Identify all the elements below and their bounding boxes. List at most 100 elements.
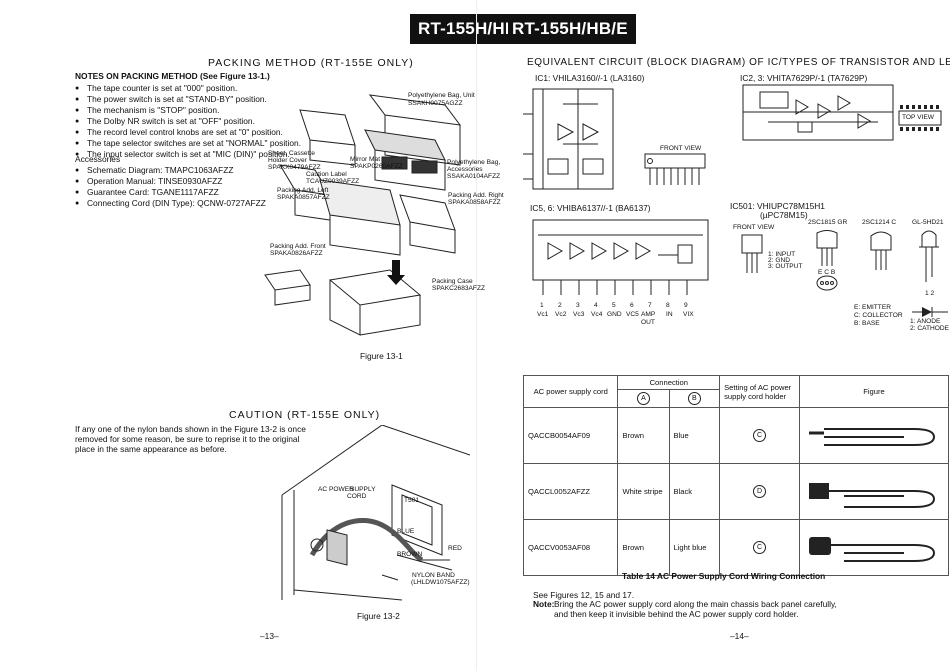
accessory-item: Connecting Cord (DIN Type): QCNW-0727AFZ… xyxy=(75,198,266,209)
label-pack-case-code: SPAKC2683AFZZ xyxy=(432,285,486,292)
note-item: The Dolby NR switch is set at "OFF" posi… xyxy=(75,116,301,127)
caution-title: CAUTION (RT-155E ONLY) xyxy=(229,409,381,421)
cord-figure-2 xyxy=(809,482,936,508)
label-nylon-band: NYLON BAND xyxy=(412,572,455,579)
led-label: GL-5HD21 xyxy=(912,219,944,226)
ic1-label: IC1: VHILA3160//-1 (LA3160) xyxy=(535,73,645,83)
ic56-pin-name: VIX xyxy=(683,311,694,318)
ic56-pin-name: Vc3 xyxy=(573,311,585,318)
caution-line-3: place in the same appearance as before. xyxy=(75,444,227,454)
led-symbol xyxy=(912,307,948,317)
th-b: B xyxy=(668,389,721,408)
label-pack-right: Packing Add. Right xyxy=(448,192,504,199)
figure1-caption: Figure 13-1 xyxy=(360,351,403,361)
table-row: QACCB0054AF09 Brown Blue C xyxy=(522,407,949,464)
ic501-front-view: FRONT VIEW xyxy=(733,224,775,231)
label-ac-power: AC POWER xyxy=(318,486,354,493)
label-mirror-mat: Mirror Mat xyxy=(350,156,381,163)
setting-circle: C xyxy=(753,429,767,442)
transistor-1-ecb: E C B xyxy=(818,269,836,276)
see-figures: See Figures 12, 15 and 17. xyxy=(533,590,635,600)
ic56-pin-name: Vc2 xyxy=(555,311,567,318)
label-red: RED xyxy=(448,545,462,552)
top-view-label: TOP VIEW xyxy=(902,114,934,121)
note-item: The record level control knobs are set a… xyxy=(75,127,301,138)
label-sheet-cassette-code: SPAKX0479AFZZ xyxy=(268,164,321,171)
packing-title: PACKING METHOD (RT-155E ONLY) xyxy=(208,57,414,69)
ic501-pin3: 3: OUTPUT xyxy=(768,263,803,270)
ic501-label2: (µPC78M15) xyxy=(760,210,808,220)
accessories-heading: Accessories xyxy=(75,154,121,164)
cell-figure xyxy=(799,407,949,464)
cell-setting: D xyxy=(719,463,800,520)
label-sheet-cassette: Sheet, Cassette xyxy=(268,150,315,157)
page-number-left: –13– xyxy=(260,631,279,641)
ic56-pin-num: 1 xyxy=(540,302,544,309)
cell-b: Blue xyxy=(668,407,721,464)
label-poly-bag-acc2: Accessories xyxy=(447,166,483,173)
cell-a: White stripe xyxy=(617,463,670,520)
note-item: The mechanism is "STOP" position. xyxy=(75,105,301,116)
ic56-pin-num: 7 xyxy=(648,302,652,309)
label-poly-bag-acc-code: SSAKA0104AFZZ xyxy=(447,173,501,180)
th-figure: Figure xyxy=(799,375,949,408)
ic56-pin-name: GND xyxy=(607,311,622,318)
accessory-item: Schematic Diagram: TMAPC1063AFZZ xyxy=(75,165,266,176)
note-text-2: and then keep it invisible behind the AC… xyxy=(554,609,799,619)
cell-a: Brown xyxy=(617,519,670,576)
ic23-block-diagram xyxy=(742,84,894,141)
ic56-block-diagram xyxy=(532,219,709,295)
page-divider xyxy=(476,0,477,671)
cord-figure-1 xyxy=(809,427,936,446)
table-caption: Table 14 AC Power Supply Cord Wiring Con… xyxy=(622,571,826,581)
cell-setting: C xyxy=(719,519,800,576)
ic23-top-view-drawing xyxy=(898,105,942,131)
transistor-2-label: 2SC1214 C xyxy=(862,219,897,226)
header-title-right: RT-155H/HB/E xyxy=(508,14,636,44)
label-blue: BLUE xyxy=(397,528,415,535)
label-poly-bag-unit-code: SSAKH0075AGZZ xyxy=(408,100,463,107)
accessory-item: Operation Manual: TINSE0930AFZZ xyxy=(75,176,266,187)
ic23-label: IC2, 3: VHITA7629P/-1 (TA7629P) xyxy=(740,73,868,83)
ic1-block-diagram xyxy=(523,88,614,190)
page-number-right: –14– xyxy=(730,631,749,641)
cell-setting: C xyxy=(719,407,800,464)
table-header-row: AC power supply cord Connection Setting … xyxy=(522,375,949,408)
notes-list: The tape counter is set at "000" positio… xyxy=(75,83,301,160)
legend-cathode: 2: CATHODE xyxy=(910,325,950,332)
label-caution-code: TCAUZ0039AFZZ xyxy=(306,178,360,185)
cell-code: QACCB0054AF09 xyxy=(522,407,619,464)
label-nylon-code: (LHLDW1075AFZZ) xyxy=(411,579,470,586)
ic501-drawing xyxy=(741,234,763,273)
label-pack-right-code: SPAKA0858AFZZ xyxy=(448,199,501,206)
chassis-drawing xyxy=(281,425,470,601)
ic56-pin-num: 6 xyxy=(630,302,634,309)
label-poly-bag-unit: Polyethylene Bag, Unit xyxy=(408,92,475,99)
note-text-1: Bring the AC power supply cord along the… xyxy=(554,599,837,609)
th-b-circle: B xyxy=(687,392,701,405)
setting-circle: C xyxy=(753,541,767,554)
note-item: The tape selector switches are set at "N… xyxy=(75,138,301,149)
label-poly-bag-acc: Polyethylene Bag, xyxy=(447,159,501,166)
label-sheet-cassette2: Holder Cover xyxy=(268,157,307,164)
ic501-pin1: 1: INPUT xyxy=(768,251,796,258)
label-mirror-mat-code: SPAKP0260AFZZ xyxy=(350,163,403,170)
th-a-circle: A xyxy=(637,392,650,405)
transistor-1-drawing xyxy=(816,230,838,291)
cell-b: Light blue xyxy=(668,519,721,576)
accessory-item: Guarantee Card: TGANE1117AFZZ xyxy=(75,187,266,198)
ic56-pin-name: AMP OUT xyxy=(641,311,656,326)
led-pins: 1 2 xyxy=(925,290,935,297)
ic1-front-view-drawing xyxy=(644,153,706,185)
led-drawing xyxy=(919,230,939,282)
label-cord: CORD xyxy=(347,493,367,500)
label-pack-front: Packing Add. Front xyxy=(270,243,326,250)
ic56-label: IC5, 6: VHIBA6137//-1 (BA6137) xyxy=(530,203,651,213)
ic56-pin-num: 9 xyxy=(684,302,688,309)
cell-figure xyxy=(799,519,949,576)
legend-collector: C: COLLECTOR xyxy=(854,312,903,319)
caution-line-1: If any one of the nylon bands shown in t… xyxy=(75,424,306,434)
th-cord: AC power supply cord xyxy=(522,375,619,408)
note-item: The tape counter is set at "000" positio… xyxy=(75,83,301,94)
label-caution: Caution Label xyxy=(306,171,347,178)
